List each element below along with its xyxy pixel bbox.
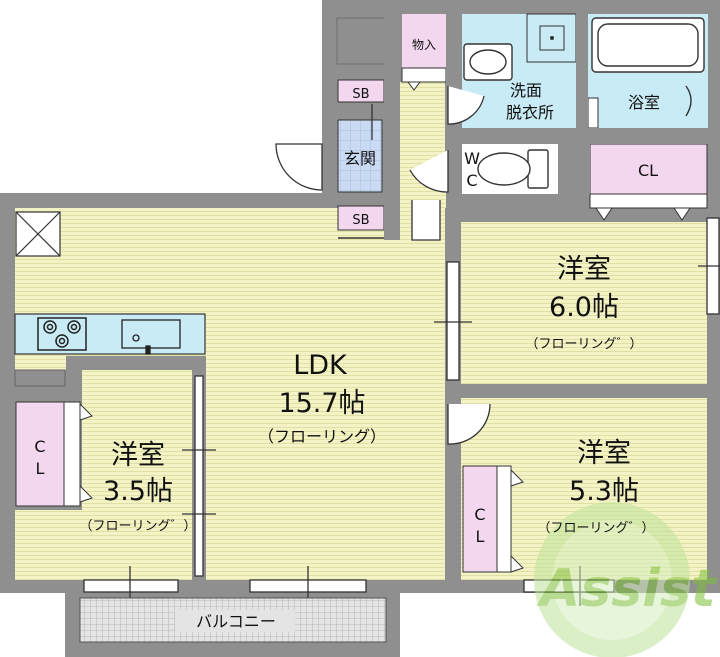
ldk-size: 15.7帖 xyxy=(278,388,365,419)
toilet-icon xyxy=(477,149,549,189)
cl-left-label-2: L xyxy=(36,459,45,478)
fridge-space-icon xyxy=(15,211,61,257)
western1-floor-type: （フローリング゛） xyxy=(525,337,642,352)
western1-floor xyxy=(461,222,707,384)
western2-size: 5.3帖 xyxy=(569,476,639,507)
cl-mid-label-1: C xyxy=(474,505,485,524)
balcony-label: バルコニー xyxy=(196,612,276,631)
toilet-label-1: W xyxy=(464,149,480,168)
storage-room xyxy=(402,14,448,68)
closet-mid xyxy=(462,465,498,573)
storage-label: 物入 xyxy=(412,38,436,52)
cl-mid-label-2: L xyxy=(476,527,485,546)
ldk-floor-type: （フローリング） xyxy=(258,427,386,446)
western3-floor-type: （フローリング゛） xyxy=(79,519,196,534)
room-labels: LDK 15.7帖 （フローリング） 洋室 6.0帖 （フローリング゛） 洋室 … xyxy=(34,38,660,631)
cl-left-label-1: C xyxy=(34,437,45,456)
western3-size: 3.5帖 xyxy=(103,476,173,507)
entrance-label: 玄関 xyxy=(344,149,376,168)
entrance-floor xyxy=(337,119,383,193)
door-swings xyxy=(275,86,491,445)
bath-label: 浴室 xyxy=(628,93,660,112)
washroom-label-1: 洗面 xyxy=(510,81,542,100)
shoebox-bottom xyxy=(337,205,385,231)
assist-logo: Assist xyxy=(534,502,718,657)
western1-name: 洋室 xyxy=(557,254,611,285)
western2-name: 洋室 xyxy=(577,438,631,469)
stove-icon xyxy=(37,317,87,351)
toilet-label-2: C xyxy=(466,171,477,190)
western1-size: 6.0帖 xyxy=(549,292,619,323)
western3-name: 洋室 xyxy=(111,440,165,471)
bathtub-icon xyxy=(591,17,705,73)
western2-floor-type: （フローリング゛） xyxy=(537,521,654,536)
sink-icon xyxy=(121,319,181,355)
washbasin-icon xyxy=(463,43,513,81)
western3-floor xyxy=(82,370,192,580)
cl-top-label: CL xyxy=(638,161,658,180)
sb-top-label: SB xyxy=(352,87,369,102)
washroom-label-2: 脱衣所 xyxy=(506,103,554,122)
ldk-name: LDK xyxy=(293,350,348,381)
sb-bottom-label: SB xyxy=(352,213,369,228)
svg-text:Assist: Assist xyxy=(536,559,718,619)
